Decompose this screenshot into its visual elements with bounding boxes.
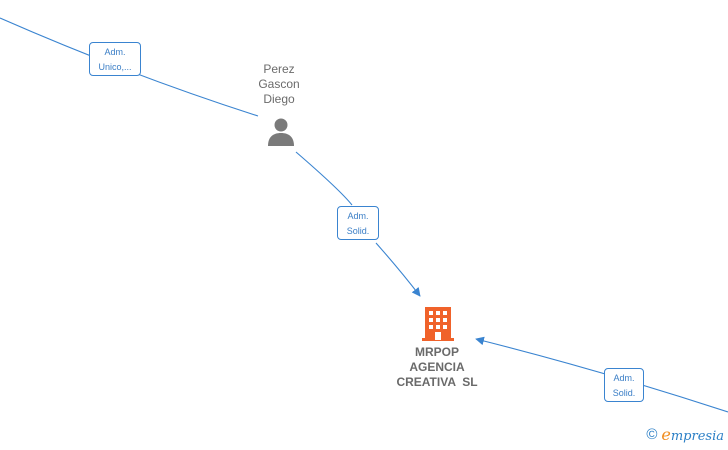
edge-external-to-company: [475, 336, 728, 413]
person-name-line: Gascon: [258, 77, 300, 91]
brand-name: mpresia: [670, 429, 724, 444]
copyright-icon: ©: [646, 426, 658, 443]
person-icon[interactable]: [265, 116, 297, 148]
person-name-line: Perez: [263, 62, 295, 76]
edge-label-line: Adm.: [347, 211, 369, 221]
edge-label-line: Unico,...: [98, 62, 132, 72]
company-name-line: AGENCIA: [409, 360, 465, 374]
building-icon[interactable]: [422, 305, 454, 341]
company-name-line: CREATIVA SL: [396, 375, 478, 389]
company-name-line: MRPOP: [414, 345, 459, 359]
edge-label-line: Adm.: [104, 47, 126, 57]
edge-person-to-company: [295, 151, 420, 296]
edge-label-adm-solid-person[interactable]: Adm. Solid.: [337, 206, 379, 240]
edge-label-line: Solid.: [612, 388, 636, 398]
edge-label-line: Adm.: [613, 373, 635, 383]
person-name-line: Diego: [263, 92, 295, 106]
edge-label-line: Solid.: [346, 226, 370, 236]
edge-label-adm-solid-external[interactable]: Adm. Solid.: [604, 368, 644, 402]
person-name[interactable]: Perez Gascon Diego: [234, 62, 324, 107]
brand-initial: e: [661, 425, 671, 444]
company-name[interactable]: MRPOP AGENCIA CREATIVA SL: [367, 345, 507, 390]
brand-logo: © empresia: [646, 425, 724, 444]
edge-label-adm-unico[interactable]: Adm. Unico,...: [89, 42, 141, 76]
